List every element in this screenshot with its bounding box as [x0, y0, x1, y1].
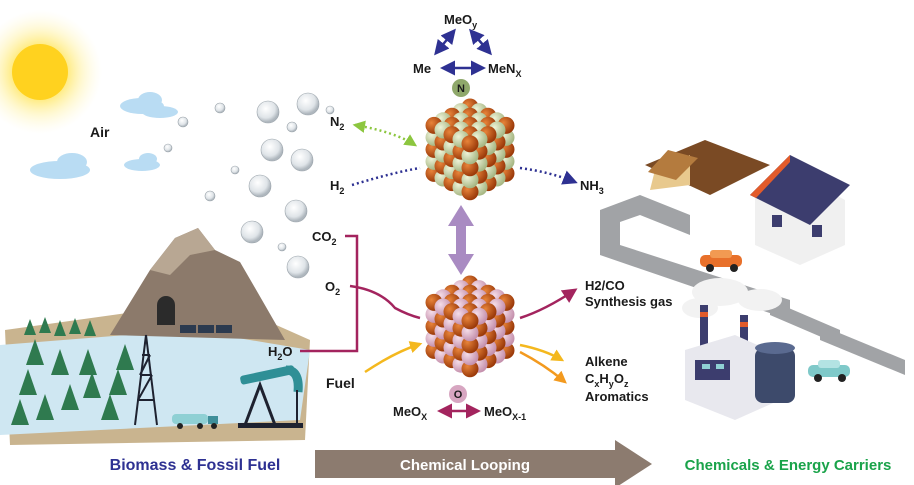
lattice-atom	[461, 135, 479, 153]
chemical-looping-arrow	[315, 440, 652, 485]
lattice-atom	[461, 336, 479, 354]
tree-icon	[101, 394, 119, 420]
svg-text:O: O	[454, 389, 463, 401]
tree-icon	[36, 394, 54, 420]
co2-o2-h2o-feed-lines	[300, 234, 421, 353]
cloud-icon	[30, 92, 178, 179]
tree-icon	[11, 399, 29, 425]
gas-bubble	[240, 220, 264, 244]
tree-icon	[39, 317, 51, 333]
tree-icon	[19, 369, 37, 395]
h2-label: H2	[330, 178, 344, 196]
pump-jack-icon	[238, 365, 303, 428]
nh3-label: NH3	[580, 178, 604, 196]
tree-icon	[79, 349, 97, 375]
alkene-arrow	[519, 343, 565, 362]
alkene-label: Alkene	[585, 354, 628, 369]
house-icon	[750, 155, 850, 265]
tree-icon	[83, 372, 101, 398]
gas-bubble	[256, 100, 280, 124]
o2-label: O2	[325, 279, 340, 297]
gas-bubble	[290, 148, 314, 172]
lattice-atom	[461, 183, 479, 201]
forest-icon	[11, 317, 134, 425]
aromatics-arrow	[519, 350, 567, 384]
fuel-label: Fuel	[326, 375, 355, 391]
lattice-atom	[461, 324, 479, 342]
gas-bubble	[163, 143, 173, 153]
landscape-illustration	[0, 228, 310, 445]
city-illustration	[600, 140, 905, 420]
tree-icon	[69, 318, 81, 334]
n2-label: N2	[330, 114, 344, 132]
tanker-truck-icon	[172, 414, 218, 429]
cycle-double-arrow	[448, 205, 474, 275]
metal-oxide-y-label: MeOy	[444, 12, 477, 30]
syngas-label: Synthesis gas	[585, 294, 672, 309]
gas-bubble	[177, 116, 189, 128]
syngas-formula-label: H2/CO	[585, 278, 625, 293]
gas-bubble	[284, 199, 308, 223]
oxygenate-label: CxHyOz	[585, 371, 629, 389]
mine-entrance-icon	[157, 296, 175, 325]
lattice-atom	[461, 348, 479, 366]
h2o-label: H2O	[268, 344, 293, 362]
factory-icon	[682, 278, 795, 420]
tree-icon	[26, 339, 44, 365]
tree-icon	[24, 319, 36, 335]
tree-icon	[116, 344, 134, 370]
syngas-arrow	[519, 288, 578, 320]
tree-icon	[51, 349, 69, 375]
lattice-atom	[461, 360, 479, 378]
gas-bubble	[325, 105, 335, 115]
lattice-atom	[461, 159, 479, 177]
gas-bubble	[277, 242, 287, 252]
air-label: Air	[90, 124, 110, 140]
lattice-atom	[461, 312, 479, 330]
tree-icon	[84, 320, 96, 336]
metal-oxide-x-minus-1-label: MeOX-1	[484, 404, 526, 422]
tree-icon	[54, 320, 66, 336]
oxygen-badge: O	[449, 385, 467, 403]
sun-icon	[0, 10, 102, 134]
gas-bubble	[260, 138, 284, 162]
fuel-arrow	[364, 341, 423, 374]
gas-bubble	[248, 174, 272, 198]
co2-label: CO2	[312, 229, 337, 247]
gas-molecule-bubbles	[163, 92, 335, 279]
metal-nitride-label: MeNX	[488, 61, 521, 79]
nitride-crystal-lattice-icon	[425, 98, 515, 201]
gas-bubble	[286, 255, 310, 279]
aromatics-label: Aromatics	[585, 389, 649, 404]
h2-arrow	[351, 166, 421, 187]
tree-icon	[61, 384, 79, 410]
svg-text:N: N	[457, 83, 465, 95]
gas-bubble	[230, 165, 240, 175]
biomass-fossil-fuel-label: Biomass & Fossil Fuel	[110, 457, 281, 474]
nh3-arrow	[519, 166, 578, 185]
lattice-atom	[461, 147, 479, 165]
mountain-icon	[110, 228, 285, 340]
metal-oxide-x-label: MeOX	[393, 404, 427, 422]
nitrogen-badge: N	[452, 79, 470, 97]
car-icon	[700, 250, 742, 272]
gas-bubble	[296, 92, 320, 116]
nitride-cycle-arrows	[434, 28, 492, 76]
tree-icon	[109, 369, 127, 395]
oil-derrick-icon	[134, 334, 158, 426]
metal-label: Me	[413, 61, 431, 76]
gas-bubble	[286, 121, 298, 133]
gas-bubble	[204, 190, 216, 202]
gas-bubble	[214, 102, 226, 114]
chemical-looping-label: Chemical Looping	[400, 457, 530, 474]
chemicals-energy-carriers-label: Chemicals & Energy Carriers	[685, 457, 892, 474]
oxide-crystal-lattice-icon	[425, 275, 515, 378]
n2-arrow	[352, 120, 418, 147]
mine-carts-icon	[180, 325, 232, 333]
car-icon	[808, 360, 850, 382]
lattice-atom	[461, 171, 479, 189]
